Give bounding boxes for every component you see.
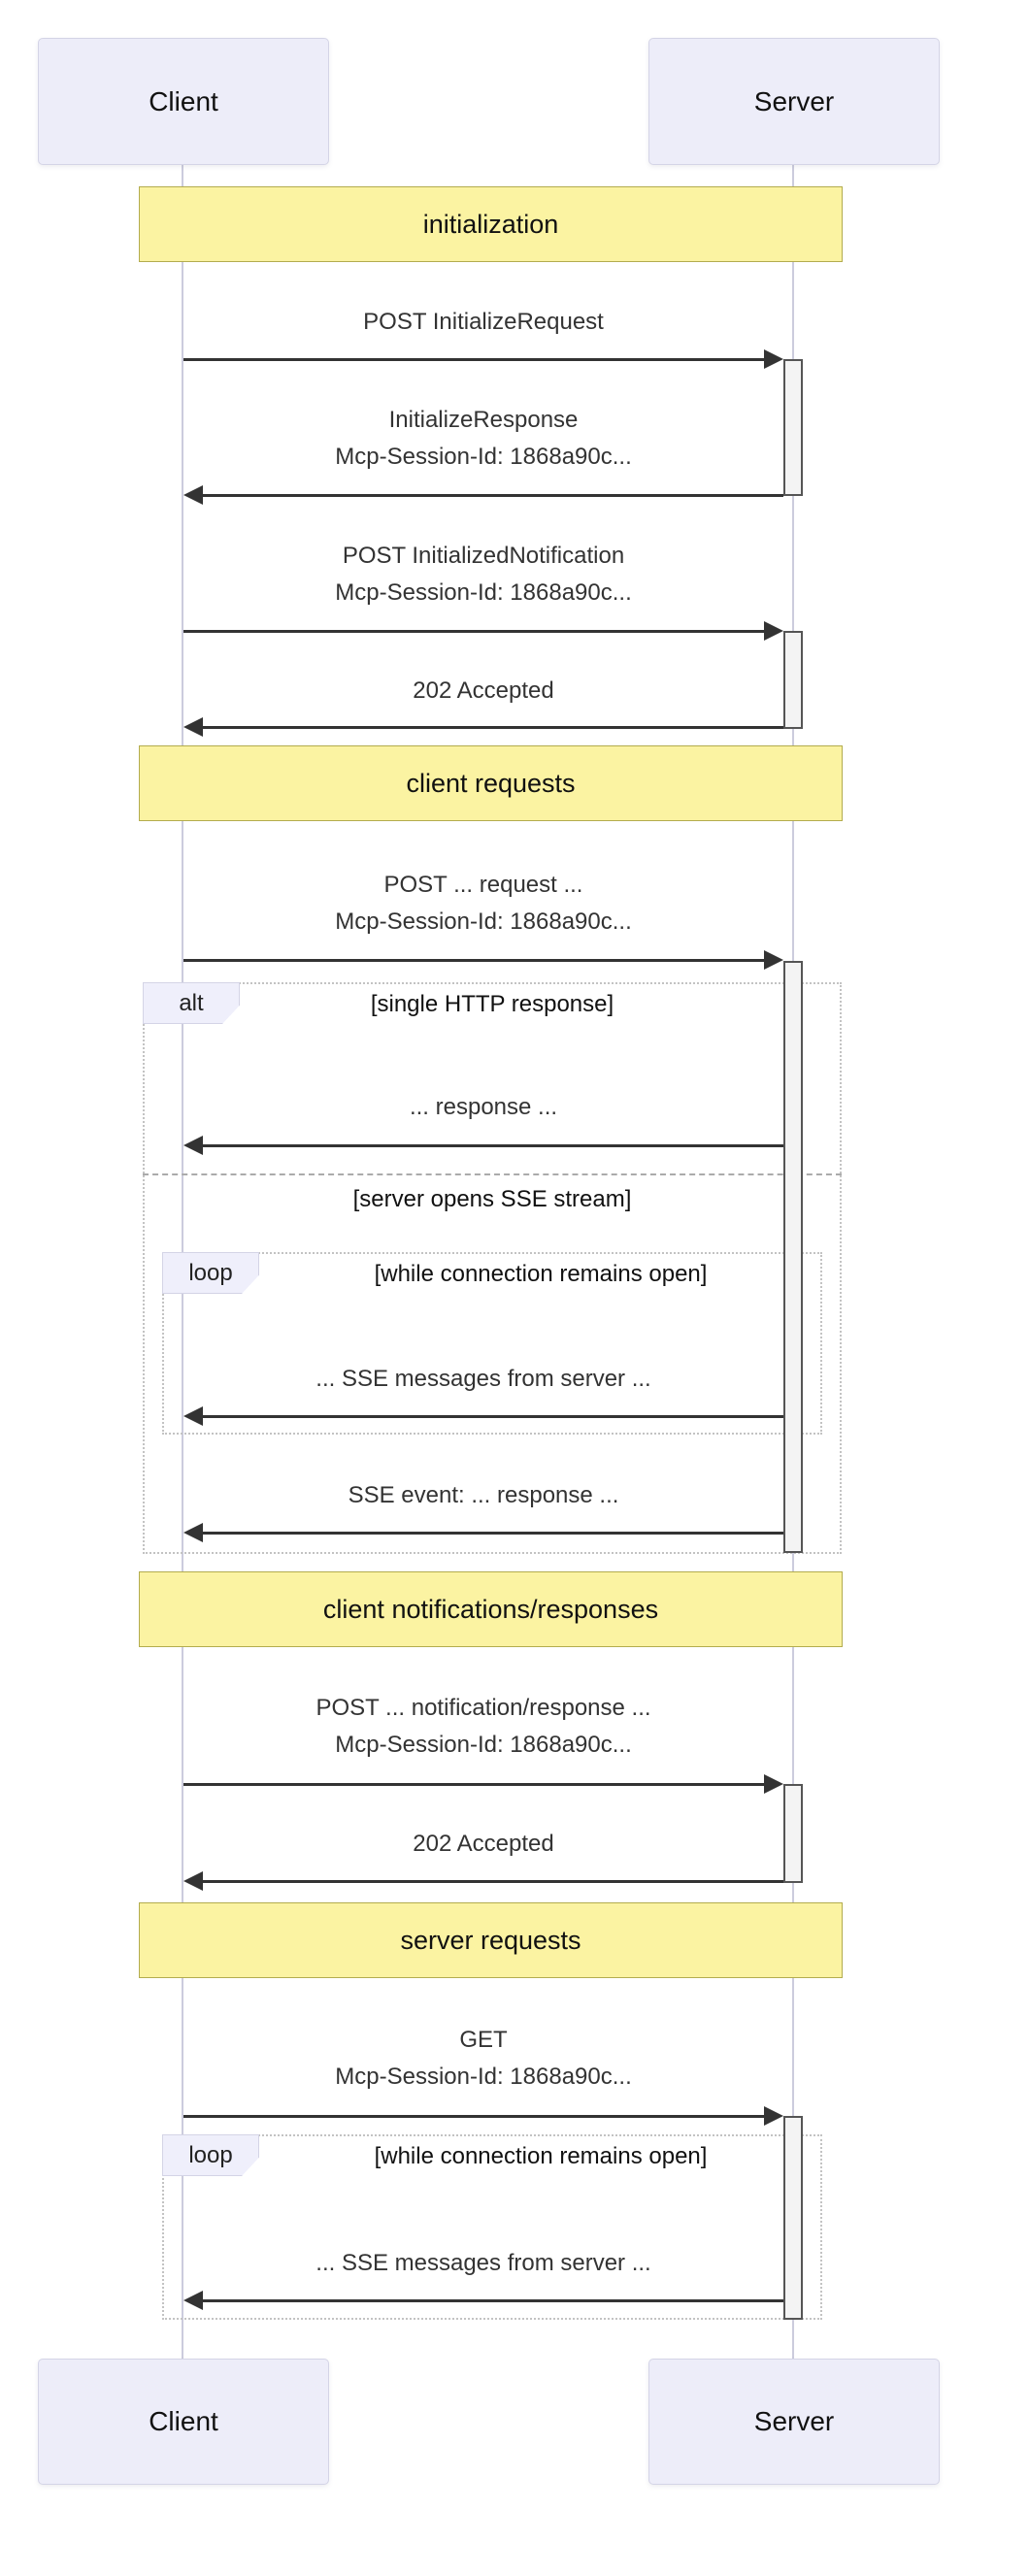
section-label: server requests bbox=[400, 1925, 581, 1955]
arrowhead-left-icon bbox=[183, 485, 203, 505]
message-arrow-client-to-server bbox=[183, 349, 783, 369]
message-text: POST InitializeRequest bbox=[363, 309, 604, 335]
alt-label-text: alt bbox=[179, 989, 204, 1016]
message-text: POST ... notification/response ... Mcp-S… bbox=[315, 1695, 651, 1758]
actor-server-top: Server bbox=[648, 38, 940, 165]
alt-frame bbox=[143, 982, 842, 1554]
alt-guard-single-response: [single HTTP response] bbox=[240, 983, 745, 1026]
section-header-client-notifications: client notifications/responses bbox=[139, 1571, 843, 1647]
message-text: ... SSE messages from server ... bbox=[315, 2250, 651, 2276]
actor-label: Client bbox=[149, 2406, 218, 2436]
message-text: 202 Accepted bbox=[413, 1831, 554, 1857]
section-label: client notifications/responses bbox=[322, 1594, 659, 1624]
alt-frame-label: alt bbox=[143, 982, 240, 1024]
message-text: ... SSE messages from server ... bbox=[315, 1366, 651, 1392]
server-activation-2 bbox=[783, 631, 803, 729]
arrowhead-left-icon bbox=[183, 1871, 203, 1891]
actor-server-bottom: Server bbox=[648, 2359, 940, 2485]
server-activation-3 bbox=[783, 961, 803, 1553]
guard-text: [while connection remains open] bbox=[374, 2143, 708, 2169]
message-text: 202 Accepted bbox=[413, 677, 554, 704]
message-arrow-server-to-client bbox=[183, 1523, 783, 1542]
actor-client-bottom: Client bbox=[38, 2359, 329, 2485]
message-arrow-server-to-client bbox=[183, 1136, 783, 1155]
loop-label-text: loop bbox=[188, 2141, 233, 2168]
arrowhead-left-icon bbox=[183, 2291, 203, 2310]
message-text: POST ... request ... Mcp-Session-Id: 186… bbox=[335, 872, 632, 935]
loop2-guard: [while connection remains open] bbox=[259, 2135, 822, 2178]
section-label: initialization bbox=[422, 209, 559, 239]
message-arrow-client-to-server bbox=[183, 621, 783, 641]
message-text: InitializeResponse Mcp-Session-Id: 1868a… bbox=[335, 407, 632, 470]
guard-text: [while connection remains open] bbox=[374, 1261, 708, 1287]
section-label: client requests bbox=[406, 768, 576, 798]
arrowhead-left-icon bbox=[183, 717, 203, 737]
message-text: POST InitializedNotification Mcp-Session… bbox=[335, 543, 632, 606]
message-text: ... response ... bbox=[409, 1094, 558, 1120]
arrowhead-right-icon bbox=[764, 2106, 783, 2126]
arrowhead-right-icon bbox=[764, 621, 783, 641]
loop1-frame bbox=[162, 1252, 822, 1435]
message-arrow-server-to-client bbox=[183, 485, 783, 505]
arrowhead-right-icon bbox=[764, 950, 783, 970]
arrowhead-right-icon bbox=[764, 1774, 783, 1794]
alt-frame-divider bbox=[143, 1173, 842, 1175]
section-header-server-requests: server requests bbox=[139, 1902, 843, 1978]
arrowhead-left-icon bbox=[183, 1406, 203, 1426]
server-activation-5 bbox=[783, 2116, 803, 2320]
actor-label: Client bbox=[149, 85, 218, 116]
loop1-guard: [while connection remains open] bbox=[259, 1253, 822, 1296]
actor-label: Server bbox=[753, 2406, 835, 2436]
loop-label-text: loop bbox=[188, 1259, 233, 1286]
message-text: SSE event: ... response ... bbox=[348, 1482, 619, 1508]
message-arrow-client-to-server bbox=[183, 1774, 783, 1794]
arrowhead-left-icon bbox=[183, 1136, 203, 1155]
actor-client-top: Client bbox=[38, 38, 329, 165]
loop2-frame-label: loop bbox=[162, 2134, 259, 2176]
alt-guard-sse-stream: [server opens SSE stream] bbox=[143, 1178, 842, 1221]
guard-text: [single HTTP response] bbox=[370, 991, 614, 1017]
message-arrow-server-to-client bbox=[183, 717, 783, 737]
message-arrow-client-to-server bbox=[183, 950, 783, 970]
server-activation-4 bbox=[783, 1784, 803, 1883]
message-arrow-client-to-server bbox=[183, 2106, 783, 2126]
actor-label: Server bbox=[753, 85, 835, 116]
section-header-client-requests: client requests bbox=[139, 745, 843, 821]
arrowhead-right-icon bbox=[764, 349, 783, 369]
guard-text: [server opens SSE stream] bbox=[352, 1186, 632, 1212]
message-arrow-server-to-client bbox=[183, 2291, 783, 2310]
message-arrow-server-to-client bbox=[183, 1871, 783, 1891]
message-text: GET Mcp-Session-Id: 1868a90c... bbox=[335, 2027, 632, 2090]
arrowhead-left-icon bbox=[183, 1523, 203, 1542]
server-activation-1 bbox=[783, 359, 803, 496]
section-header-initialization: initialization bbox=[139, 186, 843, 262]
loop2-frame bbox=[162, 2134, 822, 2320]
loop1-frame-label: loop bbox=[162, 1252, 259, 1294]
message-arrow-server-to-client bbox=[183, 1406, 783, 1426]
